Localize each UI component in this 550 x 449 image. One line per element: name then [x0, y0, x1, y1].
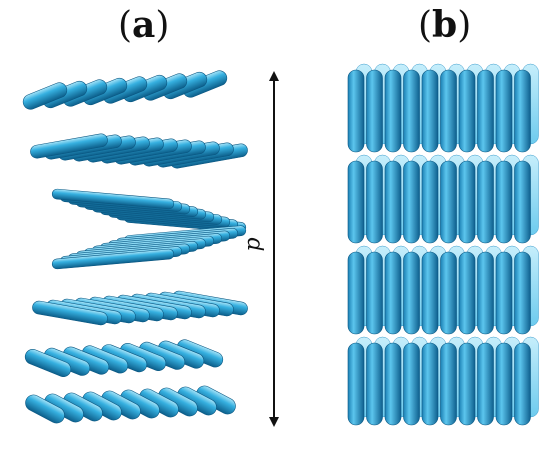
pitch-label: p [240, 237, 266, 252]
panel-b-letter: b [432, 4, 458, 46]
rod [495, 69, 513, 153]
rod [403, 342, 420, 426]
panel-a-label: (a) [118, 4, 169, 46]
rod [366, 251, 383, 335]
rod-layer [25, 385, 236, 424]
rod [477, 69, 494, 153]
rod-layer [32, 290, 248, 326]
rod [347, 342, 365, 426]
rod [458, 342, 476, 426]
rod [384, 69, 402, 153]
rod-row [347, 245, 539, 335]
rod [347, 160, 365, 244]
rod [403, 69, 420, 153]
rod-layer [30, 133, 248, 169]
rod-row [347, 336, 539, 426]
rod [347, 251, 365, 335]
smectic-phase [347, 63, 539, 426]
rod [51, 188, 175, 210]
rod [384, 251, 402, 335]
rod-layer [51, 188, 247, 233]
rod [403, 251, 420, 335]
rod-row [347, 154, 539, 244]
rod [458, 160, 476, 244]
rod [440, 251, 457, 335]
rod [440, 342, 457, 426]
rod [440, 69, 457, 153]
rod [477, 251, 494, 335]
rod [421, 251, 439, 335]
rod [30, 133, 108, 159]
panel-a-letter: a [132, 4, 156, 46]
rod [440, 160, 457, 244]
rod [32, 300, 108, 326]
rod [477, 342, 494, 426]
rod [421, 342, 439, 426]
paren-close: ) [457, 5, 472, 46]
rod [477, 160, 494, 244]
paren-open: ( [118, 5, 133, 46]
rod [25, 394, 65, 424]
rod [514, 160, 531, 244]
rod [514, 69, 531, 153]
rod [514, 251, 531, 335]
rod [403, 160, 420, 244]
rod [24, 349, 72, 377]
rod [495, 251, 513, 335]
cholesteric-phase [22, 70, 248, 424]
paren-open: ( [418, 5, 433, 46]
rod-row [347, 63, 539, 153]
rod [458, 251, 476, 335]
rod [384, 342, 402, 426]
rod [366, 342, 383, 426]
rod [366, 160, 383, 244]
rod [421, 69, 439, 153]
rod [347, 69, 365, 153]
paren-close: ) [155, 5, 170, 46]
rod-layer [51, 225, 247, 270]
rod [514, 342, 531, 426]
rod-layer [24, 339, 224, 377]
rod [51, 248, 175, 270]
rod [495, 342, 513, 426]
rod [384, 160, 402, 244]
rod [366, 69, 383, 153]
rod [22, 82, 68, 110]
rod-layer [22, 70, 228, 110]
rod [421, 160, 439, 244]
rod [458, 69, 476, 153]
panel-b-label: (b) [418, 4, 471, 46]
rod [495, 160, 513, 244]
